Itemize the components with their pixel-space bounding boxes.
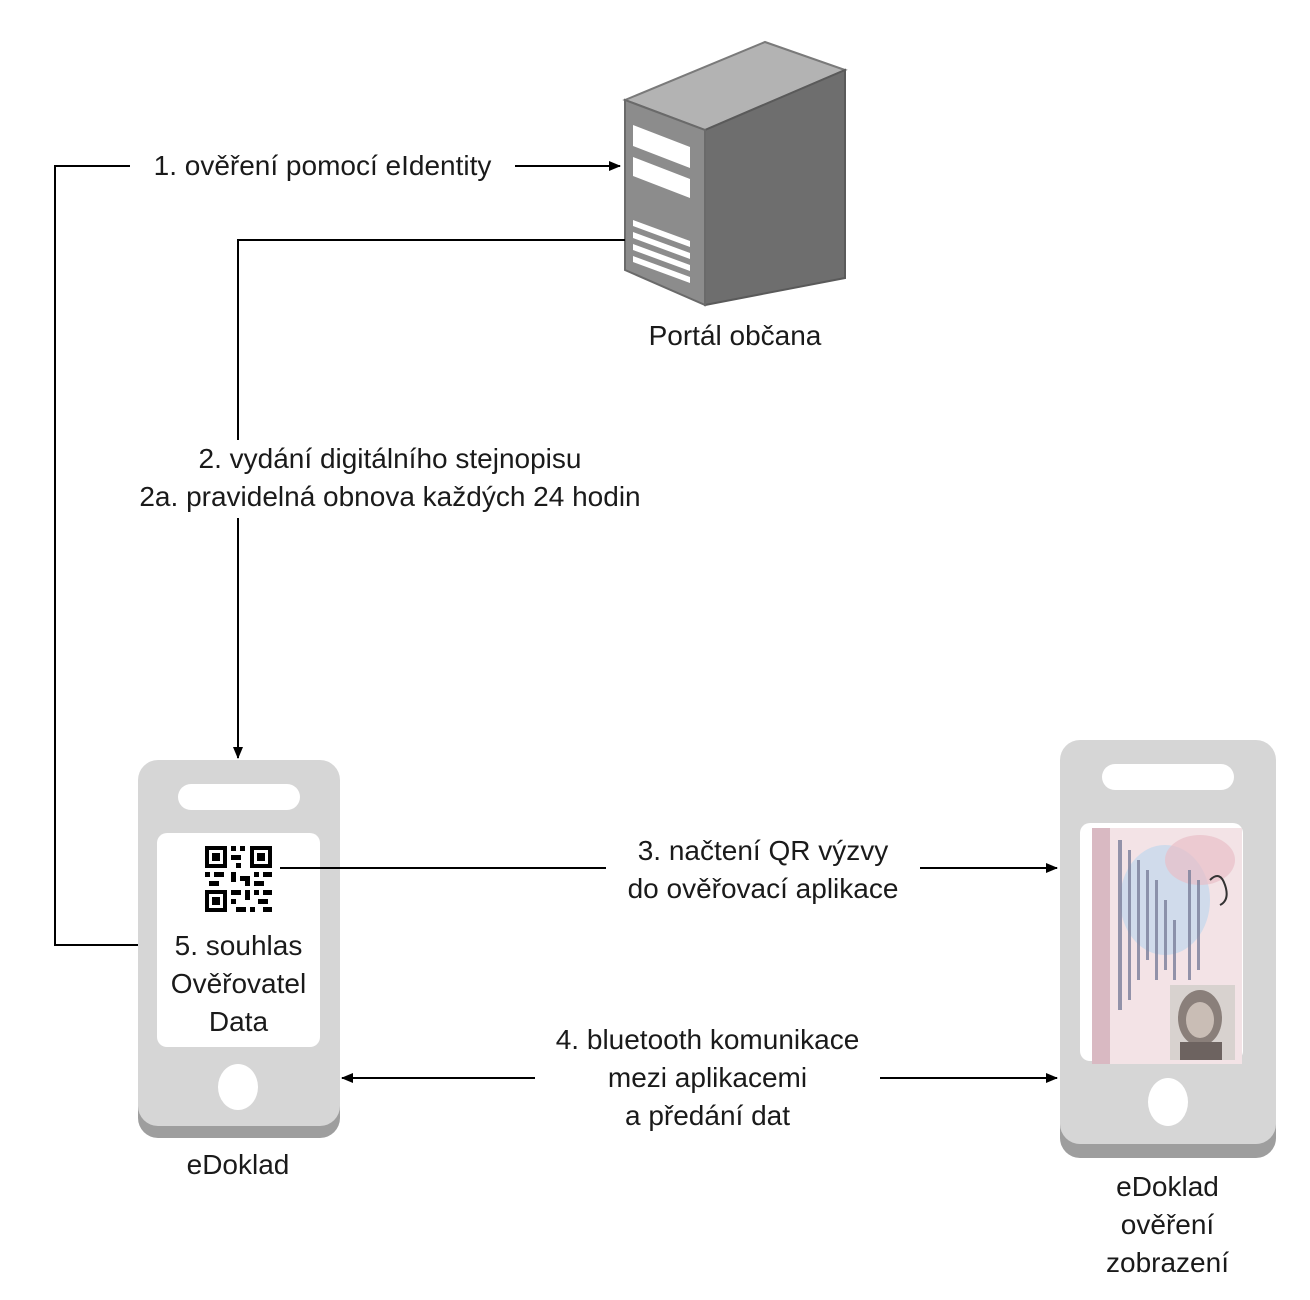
edge-step1-label: 1. ověření pomocí eIdentity — [130, 147, 515, 185]
edge-step2 — [233, 239, 625, 759]
edge-step2-label: 2. vydání digitálního stejnopisu 2a. pra… — [90, 440, 690, 516]
qr-code-icon — [205, 846, 272, 912]
consent-text: 5. souhlas Ověřovatel Data — [157, 927, 320, 1041]
verifier-label-line-2: ověření — [1120, 1209, 1215, 1240]
verifier-label-line-3: zobrazení — [1106, 1247, 1229, 1278]
consent-line-2: Ověřovatel — [170, 968, 307, 999]
server-label: Portál občana — [648, 320, 822, 351]
consent-line-3: Data — [208, 1006, 269, 1037]
edge-step4-line-2: mezi aplikacemi — [607, 1062, 808, 1093]
edge-step4-line-3: a předání dat — [624, 1100, 791, 1131]
consent-line-1: 5. souhlas — [174, 930, 303, 961]
edge-step2-line-1: 2. vydání digitálního stejnopisu — [198, 443, 582, 474]
verifier-label-line-1: eDoklad — [1116, 1171, 1219, 1202]
edge-step4-label: 4. bluetooth komunikace mezi aplikacemi … — [535, 1021, 880, 1135]
edge-step4-line-1: 4. bluetooth komunikace — [555, 1024, 860, 1055]
id-card-image — [1092, 828, 1242, 1064]
edge-step3-line-1: 3. načtení QR výzvy — [637, 835, 889, 866]
edge-step2-line-2: 2a. pravidelná obnova každých 24 hodin — [139, 481, 641, 512]
edoklad-phone-icon — [138, 760, 340, 1138]
edge-step3-line-2: do ověřovací aplikace — [627, 873, 899, 904]
server-icon — [622, 40, 848, 307]
verifier-label: eDoklad ověření zobrazení — [1080, 1168, 1255, 1282]
edoklad-label: eDoklad — [186, 1149, 290, 1180]
edge-step1 — [54, 161, 621, 946]
edge-step3-label: 3. načtení QR výzvy do ověřovací aplikac… — [606, 832, 920, 908]
